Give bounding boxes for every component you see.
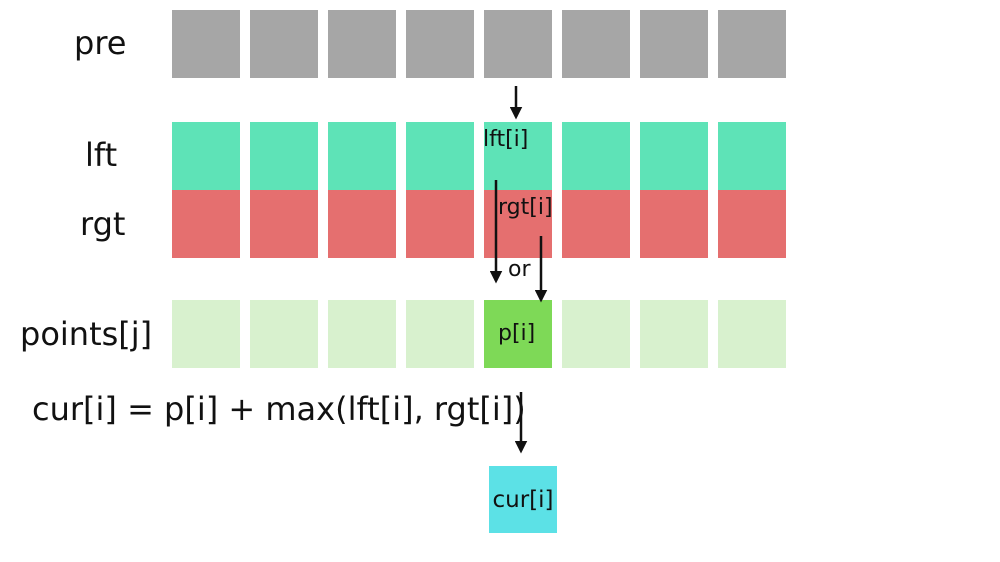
points-cell bbox=[172, 300, 240, 368]
p-i-label: p[i] bbox=[498, 321, 536, 346]
formula-text: cur[i] = p[i] + max(lft[i], rgt[i]) bbox=[32, 390, 526, 428]
pre-cell bbox=[250, 10, 318, 78]
pre-cell bbox=[328, 10, 396, 78]
lft-cell bbox=[640, 122, 708, 190]
rgt-cell bbox=[640, 190, 708, 258]
lft-cell bbox=[484, 122, 552, 190]
points-cell bbox=[250, 300, 318, 368]
points-cell bbox=[640, 300, 708, 368]
lft-cell bbox=[328, 122, 396, 190]
lft-cell bbox=[250, 122, 318, 190]
rgt-row bbox=[172, 190, 786, 258]
rgt-cell bbox=[562, 190, 630, 258]
pre-cell bbox=[172, 10, 240, 78]
lft-cell bbox=[562, 122, 630, 190]
row-label-rgt: rgt bbox=[80, 205, 126, 243]
pre-row bbox=[172, 10, 786, 78]
or-label: or bbox=[508, 257, 531, 282]
lft-cell bbox=[406, 122, 474, 190]
rgt-cell bbox=[250, 190, 318, 258]
lft-cell bbox=[172, 122, 240, 190]
pre-cell bbox=[562, 10, 630, 78]
cur-i-box: cur[i] bbox=[489, 466, 557, 533]
row-label-pre: pre bbox=[74, 24, 127, 62]
rgt-i-label: rgt[i] bbox=[498, 195, 553, 220]
row-label-lft: lft bbox=[85, 136, 118, 174]
points-cell bbox=[328, 300, 396, 368]
lft-i-label: lft[i] bbox=[483, 127, 529, 152]
pre-cell bbox=[718, 10, 786, 78]
points-row bbox=[172, 300, 786, 368]
pre-cell bbox=[640, 10, 708, 78]
points-cell bbox=[562, 300, 630, 368]
rgt-cell bbox=[328, 190, 396, 258]
lft-cell bbox=[718, 122, 786, 190]
pre-cell bbox=[406, 10, 474, 78]
points-cell bbox=[406, 300, 474, 368]
points-cell bbox=[484, 300, 552, 368]
pre-cell bbox=[484, 10, 552, 78]
cur-i-label: cur[i] bbox=[492, 486, 554, 513]
row-label-points: points[j] bbox=[20, 315, 153, 353]
rgt-cell bbox=[172, 190, 240, 258]
points-cell bbox=[718, 300, 786, 368]
rgt-cell bbox=[406, 190, 474, 258]
rgt-cell bbox=[718, 190, 786, 258]
lft-row bbox=[172, 122, 786, 190]
